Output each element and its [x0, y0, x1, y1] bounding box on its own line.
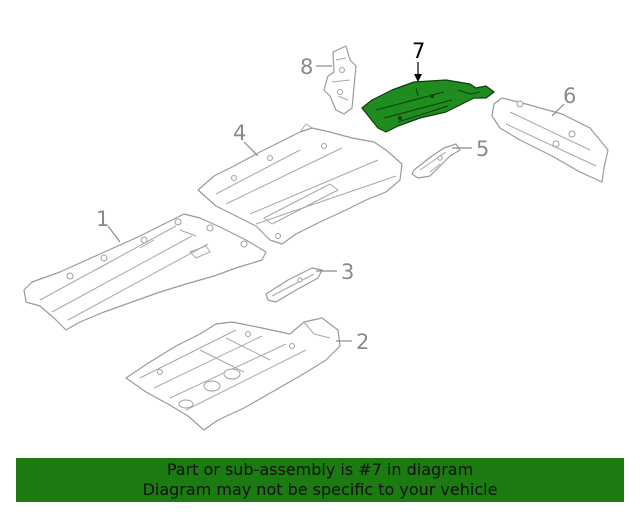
- part-3-strip[interactable]: [265, 267, 323, 303]
- callout-4[interactable]: 4: [233, 121, 246, 145]
- leader-1: [107, 225, 121, 243]
- leader-7-arrow: [414, 74, 422, 82]
- callout-8[interactable]: 8: [300, 55, 313, 79]
- banner-line-disclaimer: Diagram may not be specific to your vehi…: [142, 480, 498, 499]
- callout-7[interactable]: 7: [412, 39, 425, 63]
- part-4-floor-panel[interactable]: [197, 123, 403, 245]
- part-7-shield-highlighted[interactable]: [361, 79, 495, 133]
- part-1-front-floor-panel[interactable]: [23, 213, 267, 331]
- part-8-bracket[interactable]: [323, 45, 357, 115]
- part-2-rear-underbody-panel[interactable]: [125, 317, 341, 431]
- leader-6: [551, 103, 565, 117]
- callout-1[interactable]: 1: [96, 207, 109, 231]
- callout-2[interactable]: 2: [356, 330, 369, 354]
- part-5-bracket[interactable]: [411, 143, 461, 179]
- callout-5[interactable]: 5: [476, 137, 489, 161]
- parts-diagram: 1 2 3 4 5 6 7 8: [23, 39, 609, 431]
- leader-4: [243, 141, 259, 157]
- callout-3[interactable]: 3: [341, 260, 354, 284]
- callout-6[interactable]: 6: [563, 84, 576, 108]
- banner-line-part: Part or sub-assembly is #7 in diagram: [166, 460, 474, 479]
- info-banner: Part or sub-assembly is #7 in diagram Di…: [16, 458, 624, 502]
- part-6-panel[interactable]: [491, 97, 609, 183]
